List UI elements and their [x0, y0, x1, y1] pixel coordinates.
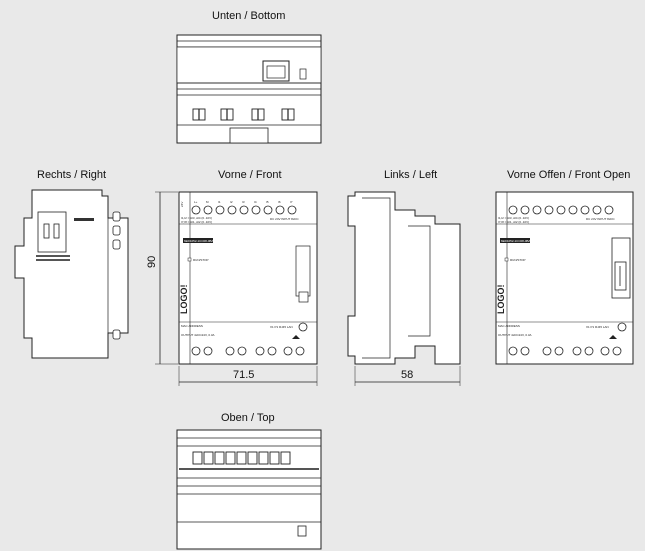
open-lan-text: X1 P1 RJ45 LAN: [586, 325, 609, 329]
open-power-text: DC 24V INPUT 8xDC: [586, 217, 615, 221]
label-right-view: Rechts / Right: [37, 169, 107, 181]
svg-text:I2: I2: [230, 200, 233, 204]
svg-text:I6: I6: [278, 200, 281, 204]
front-open-view-drawing: I1,I2 = AI3, AI4 (0..10V) I7,I8 = AI1, A…: [495, 191, 634, 365]
dimension-depth: 58: [401, 369, 414, 381]
top-view-drawing: [176, 429, 322, 550]
open-runstop-text: RUN/STOP: [510, 258, 525, 262]
label-top-view: Oben / Top: [221, 412, 275, 424]
open-inputs-text-1: I1,I2 = AI3, AI4 (0..10V): [498, 216, 529, 220]
front-inputs-text-2: I7,I8 = AI1, AI2 (0..10V): [181, 220, 212, 224]
svg-text:I4: I4: [254, 200, 257, 204]
open-logo: LOGO!: [496, 285, 506, 315]
front-mac-text: MAC ADDRESS: [181, 324, 203, 328]
front-power-text: DC 24V INPUT 8xDC: [270, 217, 299, 221]
front-runstop-text: RUN/STOP: [193, 258, 208, 262]
label-left-view: Links / Left: [384, 169, 438, 181]
bottom-view-drawing: [176, 34, 322, 144]
front-lan-text: X1 P1 RJ45 LAN: [270, 325, 293, 329]
svg-text:I5: I5: [266, 200, 269, 204]
dimension-width-front: 71.5: [233, 369, 255, 381]
svg-text:24V: 24V: [180, 202, 184, 207]
front-inputs-text-1: I1,I2 = AI3, AI4 (0..10V): [181, 216, 212, 220]
svg-text:M: M: [206, 200, 209, 204]
svg-text:I7: I7: [290, 200, 293, 204]
left-view-drawing: [347, 191, 461, 386]
svg-text:I1: I1: [218, 200, 221, 204]
open-model-label: 6ED1052-1CC08-0BA1: [501, 239, 533, 243]
label-bottom-view: Unten / Bottom: [212, 10, 286, 22]
open-mac-text: MAC ADDRESS: [498, 324, 520, 328]
front-model-label: 6ED1052-1CC08-0BA1: [184, 239, 216, 243]
front-view-drawing: 24V L+ M I1 I2 I3 I4 I5 I6 I7 I1,I2 = AI3, AI4…: [155, 191, 318, 386]
label-front-view: Vorne / Front: [218, 169, 282, 181]
right-view-drawing: [14, 189, 129, 359]
svg-text:L+: L+: [194, 200, 198, 204]
front-logo: LOGO!: [179, 285, 189, 315]
open-inputs-text-2: I7,I8 = AI1, AI2 (0..10V): [498, 220, 529, 224]
front-output-text: OUTPUT 4xDC24V, 0.3A: [181, 333, 215, 337]
open-output-text: OUTPUT 4xDC24V, 0.3A: [498, 333, 532, 337]
label-front-open-view: Vorne Offen / Front Open: [507, 169, 631, 181]
svg-text:I3: I3: [242, 200, 245, 204]
